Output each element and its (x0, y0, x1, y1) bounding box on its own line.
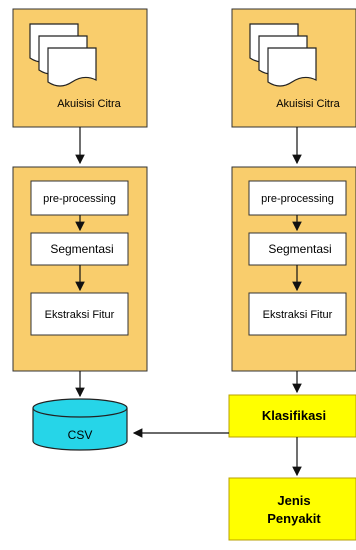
right-segmentation-label: Segmentasi (268, 242, 331, 256)
classification-box (228, 394, 356, 438)
left-processing-block: pre-processing Segmentasi Ekstraksi Fitu… (12, 166, 148, 372)
right-feature-box (248, 292, 347, 336)
left-acquisition-label: Akuisisi Citra (57, 98, 121, 110)
left-feature-box (30, 292, 129, 336)
result-box (228, 477, 356, 541)
left-segmentation-box (30, 232, 129, 266)
csv-database: CSV (32, 398, 128, 451)
right-feature-label: Ekstraksi Fitur (263, 309, 333, 321)
right-acquisition-block: Akuisisi Citra (231, 8, 356, 128)
database-body (32, 408, 128, 451)
classification-label: Klasifikasi (262, 408, 326, 423)
left-documents-icon (29, 23, 97, 87)
right-acquisition-label: Akuisisi Citra (276, 98, 340, 110)
right-processing-block: pre-processing Segmentasi Ekstraksi Fitu… (231, 166, 356, 372)
result-label-line1: Jenis (277, 493, 310, 508)
classification-block: Klasifikasi (228, 394, 356, 438)
right-documents-icon (249, 23, 317, 87)
database-top (32, 398, 128, 418)
database-label: CSV (68, 428, 93, 442)
result-label-line2: Penyakit (267, 511, 321, 526)
left-feature-label: Ekstraksi Fitur (45, 309, 115, 321)
right-segmentation-box (248, 232, 347, 266)
left-segmentation-label: Segmentasi (50, 242, 113, 256)
left-acquisition-block: Akuisisi Citra (12, 8, 148, 128)
left-preprocessing-label: pre-processing (43, 193, 116, 205)
right-preprocessing-label: pre-processing (261, 193, 334, 205)
result-block: Jenis Penyakit (228, 477, 356, 541)
